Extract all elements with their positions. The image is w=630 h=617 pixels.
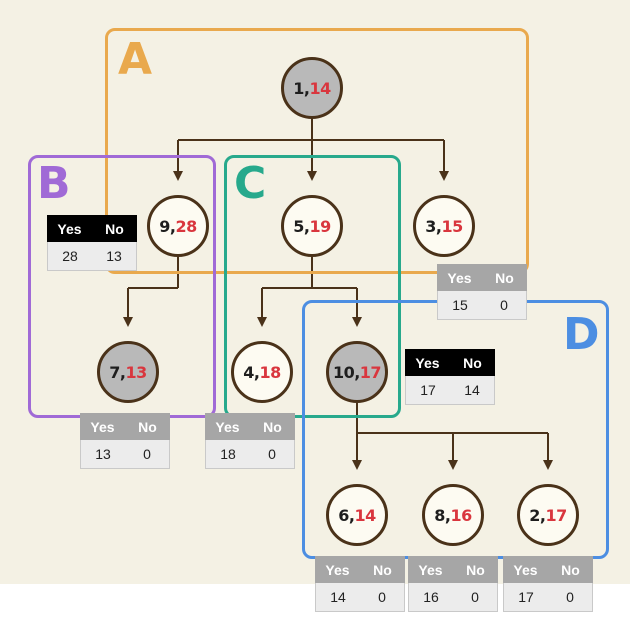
table-yes-value: 17 [420, 382, 436, 398]
table-node-9: Yes No 28 13 [47, 215, 137, 271]
node-3-first: 3, [425, 216, 442, 236]
node-6: 6,14 [326, 484, 388, 546]
table-node-2: Yes No 17 0 [503, 556, 593, 612]
table-yes-value: 16 [423, 589, 439, 605]
node-1: 1,14 [281, 57, 343, 119]
node-3-second: 15 [441, 216, 463, 236]
node-5-second: 19 [309, 216, 331, 236]
table-no-header: No [561, 561, 580, 578]
table-no-header: No [373, 561, 392, 578]
table-no-value: 0 [378, 589, 386, 605]
table-no-value: 0 [143, 446, 151, 462]
table-yes-header: Yes [57, 220, 82, 237]
table-yes-header: Yes [415, 354, 440, 371]
table-no-header: No [105, 220, 124, 237]
node-1-first: 1, [293, 78, 310, 98]
node-1-second: 14 [309, 78, 331, 98]
node-4-first: 4, [243, 362, 260, 382]
table-node-8: Yes No 16 0 [408, 556, 498, 612]
table-yes-value: 13 [95, 446, 111, 462]
node-7: 7,13 [97, 341, 159, 403]
table-yes-value: 17 [518, 589, 534, 605]
node-4: 4,18 [231, 341, 293, 403]
node-10-second: 17 [359, 362, 382, 382]
table-no-header: No [138, 418, 157, 435]
node-2: 2,17 [517, 484, 579, 546]
table-node-6: Yes No 14 0 [315, 556, 405, 612]
table-node-4: Yes No 18 0 [205, 413, 295, 469]
table-yes-header: Yes [447, 269, 472, 286]
node-8: 8,16 [422, 484, 484, 546]
node-5-first: 5, [293, 216, 310, 236]
table-no-header: No [263, 418, 282, 435]
node-8-first: 8, [434, 505, 451, 525]
table-no-value: 14 [464, 382, 480, 398]
region-b-label: B [37, 158, 71, 209]
table-no-header: No [495, 269, 514, 286]
table-no-value: 0 [566, 589, 574, 605]
region-d-label: D [563, 309, 600, 360]
table-yes-header: Yes [418, 561, 443, 578]
node-6-second: 14 [354, 505, 376, 525]
table-yes-header: Yes [325, 561, 350, 578]
region-a-box [105, 28, 529, 274]
node-6-first: 6, [338, 505, 355, 525]
node-3: 3,15 [413, 195, 475, 257]
table-yes-value: 28 [62, 248, 78, 264]
table-yes-header: Yes [90, 418, 115, 435]
table-yes-header: Yes [513, 561, 538, 578]
table-no-value: 0 [268, 446, 276, 462]
table-no-value: 0 [471, 589, 479, 605]
node-7-second: 13 [125, 362, 147, 382]
table-node-10: Yes No 17 14 [405, 349, 495, 405]
table-no-header: No [463, 354, 482, 371]
node-2-first: 2, [529, 505, 546, 525]
node-8-second: 16 [450, 505, 472, 525]
node-9: 9,28 [147, 195, 209, 257]
table-yes-value: 15 [452, 297, 468, 313]
region-c-label: C [234, 158, 267, 209]
node-10-first: 10, [332, 362, 360, 382]
table-node-3: Yes No 15 0 [437, 264, 527, 320]
node-9-first: 9, [159, 216, 176, 236]
node-2-second: 17 [545, 505, 567, 525]
node-4-second: 18 [259, 362, 281, 382]
node-9-second: 28 [175, 216, 197, 236]
node-7-first: 7, [109, 362, 126, 382]
table-yes-value: 18 [220, 446, 236, 462]
table-yes-header: Yes [215, 418, 240, 435]
table-no-header: No [466, 561, 485, 578]
node-10: 10,17 [326, 341, 388, 403]
region-a-label: A [118, 34, 153, 85]
table-yes-value: 14 [330, 589, 346, 605]
node-5: 5,19 [281, 195, 343, 257]
table-no-value: 13 [106, 248, 122, 264]
table-node-7: Yes No 13 0 [80, 413, 170, 469]
region-c-box [224, 155, 401, 418]
table-no-value: 0 [500, 297, 508, 313]
